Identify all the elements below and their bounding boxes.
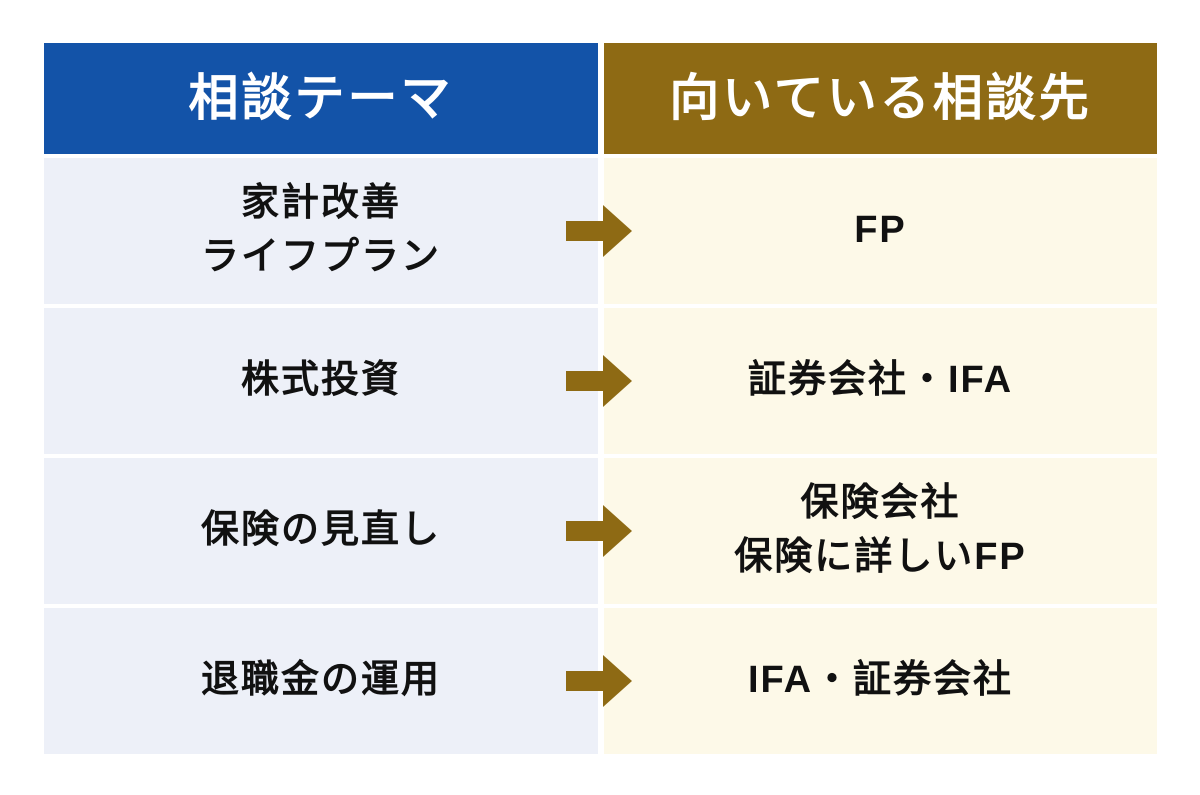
- destination-label: 保険会社 保険に詳しいFP: [734, 482, 1027, 578]
- table-row: 保険の見直し 保険会社 保険に詳しいFP: [44, 458, 1157, 604]
- theme-label: 退職金の運用: [200, 659, 441, 702]
- destination-cell: FP: [604, 158, 1157, 304]
- theme-cell: 株式投資: [44, 308, 598, 454]
- theme-label: 保険の見直し: [200, 509, 441, 552]
- comparison-table: 相談テーマ 向いている相談先 家計改善 ライフプラン FP 株式投資 証券会社・…: [44, 43, 1157, 754]
- destination-cell: 証券会社・IFA: [604, 308, 1157, 454]
- header-destination-label: 向いている相談先: [669, 70, 1092, 126]
- theme-label: 家計改善 ライフプラン: [200, 182, 441, 278]
- theme-cell: 家計改善 ライフプラン: [44, 158, 598, 304]
- destination-label: FP: [854, 209, 907, 252]
- table-row: 株式投資 証券会社・IFA: [44, 308, 1157, 454]
- header-destination: 向いている相談先: [604, 43, 1157, 154]
- table-header-row: 相談テーマ 向いている相談先: [44, 43, 1157, 154]
- destination-label: IFA・証券会社: [747, 659, 1014, 702]
- destination-cell: IFA・証券会社: [604, 608, 1157, 754]
- table-row: 家計改善 ライフプラン FP: [44, 158, 1157, 304]
- header-theme-label: 相談テーマ: [188, 70, 454, 126]
- destination-cell: 保険会社 保険に詳しいFP: [604, 458, 1157, 604]
- theme-cell: 保険の見直し: [44, 458, 598, 604]
- destination-label: 証券会社・IFA: [747, 359, 1014, 402]
- theme-label: 株式投資: [240, 359, 401, 402]
- theme-cell: 退職金の運用: [44, 608, 598, 754]
- header-theme: 相談テーマ: [44, 43, 598, 154]
- table-row: 退職金の運用 IFA・証券会社: [44, 608, 1157, 754]
